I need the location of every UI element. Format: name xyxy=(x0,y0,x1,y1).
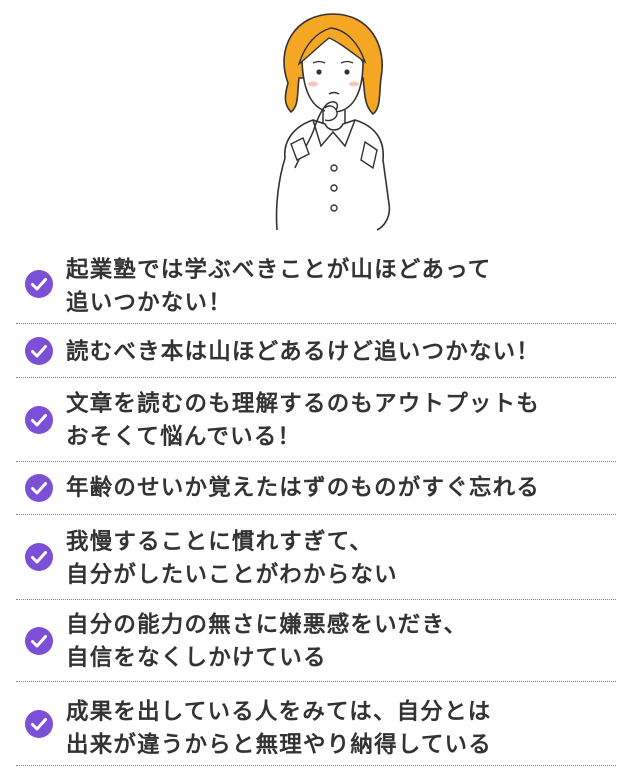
checklist-item-text: 読むべき本は山ほどあるけど追いつかない！ xyxy=(66,339,541,365)
checklist-item: 自分の能力の無さに嫌悪感をいだき、 自信をなくしかけている xyxy=(16,600,616,682)
checklist-item: 我慢することに慣れすぎて、 自分がしたいことがわからない xyxy=(16,515,616,600)
checklist-item-text: 文章を読むのも理解するのもアウトプットも おそくて悩んでいる！ xyxy=(66,391,541,450)
thinking-woman-illustration xyxy=(275,13,391,231)
checklist-item: 読むべき本は山ほどあるけど追いつかない！ xyxy=(16,324,616,378)
checklist: 起業塾では学ぶべきことが山ほどあって 追いつかない！ 読むべき本は山ほどあるけど… xyxy=(0,245,630,766)
check-circle-icon xyxy=(25,405,53,434)
checklist-item-text: 我慢することに慣れすぎて、 自分がしたいことがわからない xyxy=(66,529,398,588)
check-circle-icon xyxy=(25,709,53,738)
checklist-item: 文章を読むのも理解するのもアウトプットも おそくて悩んでいる！ xyxy=(16,378,616,462)
checklist-item-text: 年齢のせいか覚えたはずのものがすぐ忘れる xyxy=(66,475,541,501)
check-circle-icon xyxy=(25,270,53,298)
checklist-item-text: 成果を出している人をみては、自分とは 出来が違うからと無理やり納得している xyxy=(66,699,492,758)
checklist-item: 年齢のせいか覚えたはずのものがすぐ忘れる xyxy=(16,462,616,515)
checklist-item-text: 起業塾では学ぶべきことが山ほどあって 追いつかない！ xyxy=(66,257,492,316)
check-circle-icon xyxy=(25,543,53,571)
checklist-item: 成果を出している人をみては、自分とは 出来が違うからと無理やり納得している xyxy=(16,682,616,766)
checklist-item: 起業塾では学ぶべきことが山ほどあって 追いつかない！ xyxy=(16,245,616,324)
check-circle-icon xyxy=(25,626,53,655)
check-circle-icon xyxy=(25,474,53,502)
checklist-item-text: 自分の能力の無さに嫌悪感をいだき、 自信をなくしかけている xyxy=(66,612,468,671)
check-circle-icon xyxy=(25,336,53,365)
